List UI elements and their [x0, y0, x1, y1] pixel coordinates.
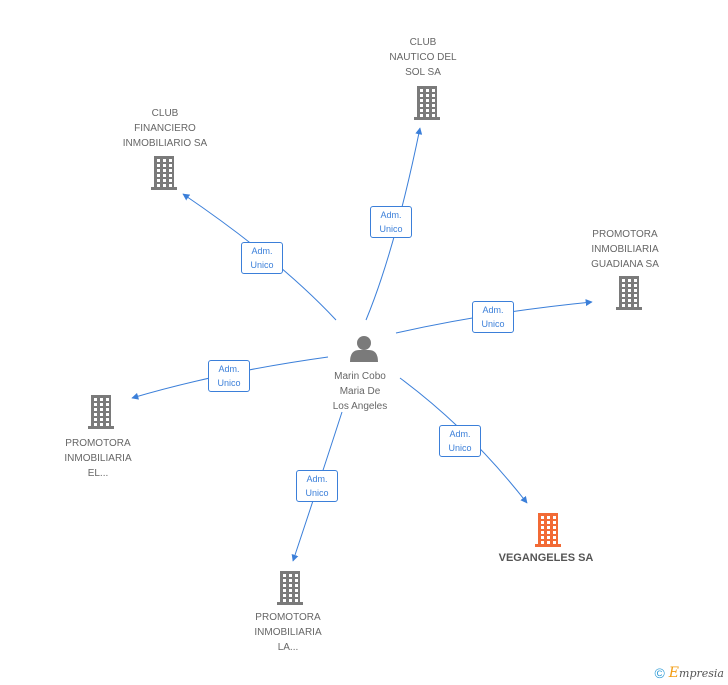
- edge-label-promotora-guadiana[interactable]: Adm. Unico: [472, 301, 514, 333]
- building-icon[interactable]: [616, 276, 642, 310]
- building-icon[interactable]: [535, 513, 561, 547]
- person-icon[interactable]: [350, 336, 378, 362]
- edge-label-promotora-el[interactable]: Adm. Unico: [208, 360, 250, 392]
- company-label-promotora-la[interactable]: PROMOTORA INMOBILIARIA LA...: [254, 611, 322, 653]
- person-label[interactable]: Marin Cobo Maria De Los Angeles: [332, 371, 388, 412]
- building-icon[interactable]: [414, 86, 440, 120]
- company-label-club-nautico[interactable]: CLUB NAUTICO DEL SOL SA: [389, 36, 457, 78]
- edge-label-club-nautico[interactable]: Adm. Unico: [370, 206, 412, 238]
- company-label-promotora-guadiana[interactable]: PROMOTORA INMOBILIARIA GUADIANA SA: [591, 228, 659, 270]
- footer: © Empresia: [654, 665, 724, 681]
- company-label-vegangeles[interactable]: VEGANGELES SA: [498, 551, 594, 564]
- brand-logo[interactable]: Empresia: [668, 665, 724, 681]
- building-icon[interactable]: [277, 571, 303, 605]
- building-icon[interactable]: [151, 156, 177, 190]
- edge-label-club-financiero[interactable]: Adm. Unico: [241, 242, 283, 274]
- company-label-club-financiero[interactable]: CLUB FINANCIERO INMOBILIARIO SA: [122, 107, 208, 149]
- building-icon[interactable]: [88, 395, 114, 429]
- edge-label-promotora-la[interactable]: Adm. Unico: [296, 470, 338, 502]
- copyright-icon: ©: [654, 665, 665, 681]
- edge-label-vegangeles[interactable]: Adm. Unico: [439, 425, 481, 457]
- company-label-promotora-el[interactable]: PROMOTORA INMOBILIARIA EL...: [64, 437, 132, 479]
